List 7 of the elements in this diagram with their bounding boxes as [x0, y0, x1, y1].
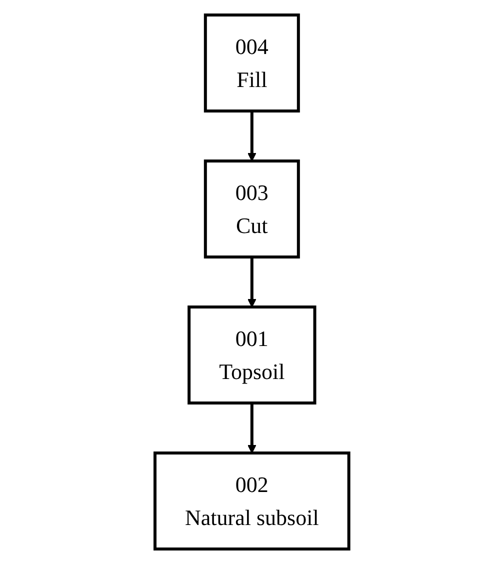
node-box: 003 Cut — [204, 159, 300, 258]
arrow — [247, 110, 256, 161]
arrow — [247, 402, 256, 453]
node-box: 004 Fill — [204, 13, 300, 112]
arrow — [247, 256, 256, 307]
node-box: 001 Topsoil — [187, 305, 316, 404]
node-box: 002 Natural subsoil — [153, 451, 350, 550]
